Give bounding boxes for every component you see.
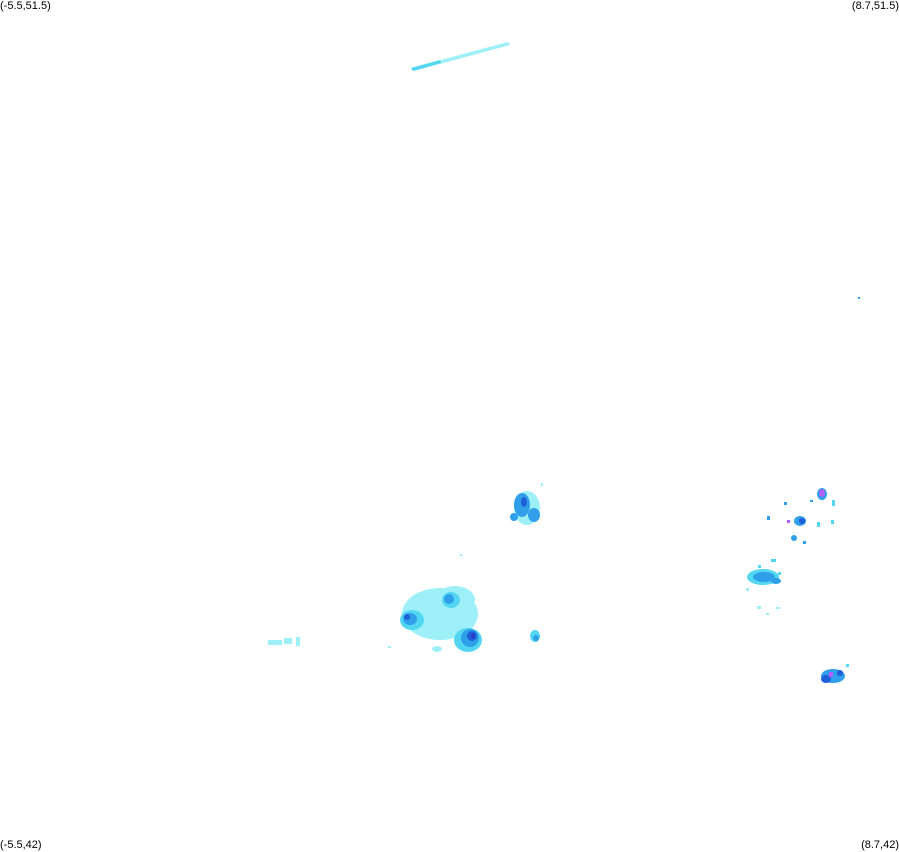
streak-echo <box>411 42 510 71</box>
echo-dot <box>858 297 860 299</box>
echo-cluster-east <box>746 488 835 615</box>
corner-label-top-right: (8.7,51.5) <box>851 0 899 12</box>
echo-cluster-west <box>268 637 300 646</box>
echo-cluster-south <box>388 554 540 652</box>
corner-label-bottom-right: (8.7,42) <box>861 839 899 851</box>
echo-cluster-southeast <box>821 664 849 683</box>
corner-label-top-left: (-5.5,51.5) <box>0 0 51 12</box>
echo-cluster-center <box>510 483 543 525</box>
corner-label-bottom-left: (-5.5,42) <box>0 839 42 851</box>
